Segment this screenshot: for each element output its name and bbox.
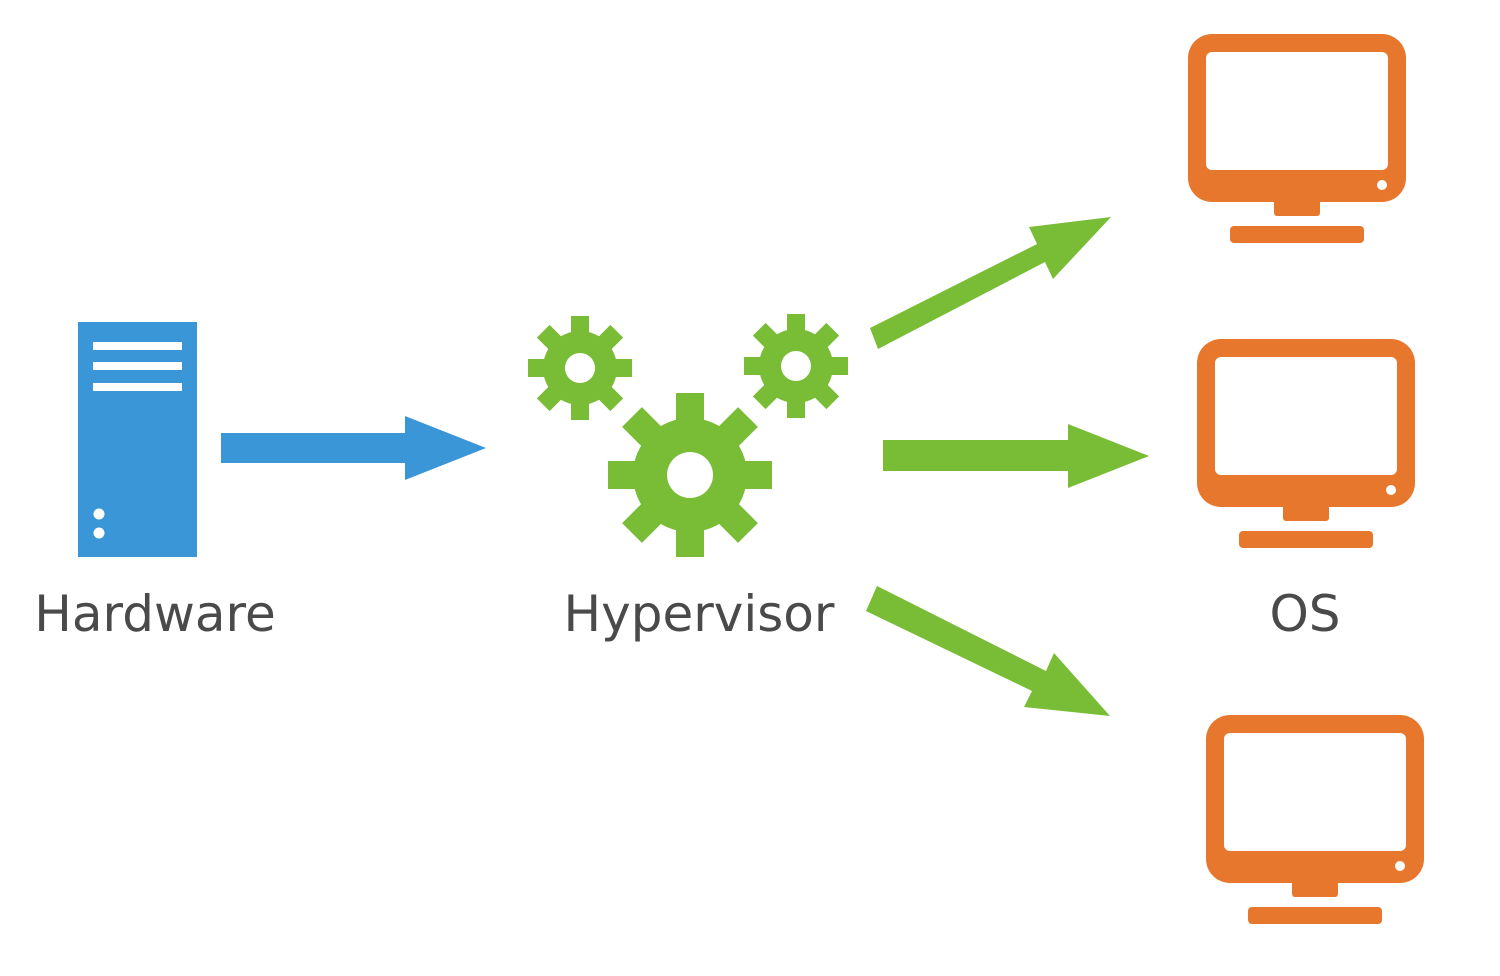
arrow-right-icon — [883, 424, 1149, 488]
arrow-up-right-icon — [870, 217, 1111, 349]
hardware-label: Hardware — [34, 585, 276, 643]
monitor-icon — [1197, 339, 1415, 548]
hypervisor-label: Hypervisor — [563, 585, 835, 643]
monitor-icon — [1188, 34, 1406, 243]
arrow-right-icon — [221, 416, 486, 480]
server-icon — [78, 322, 197, 557]
monitor-icon — [1206, 715, 1424, 924]
gears-icon — [528, 314, 848, 557]
os-label: OS — [1269, 585, 1341, 643]
arrow-down-right-icon — [866, 586, 1110, 716]
